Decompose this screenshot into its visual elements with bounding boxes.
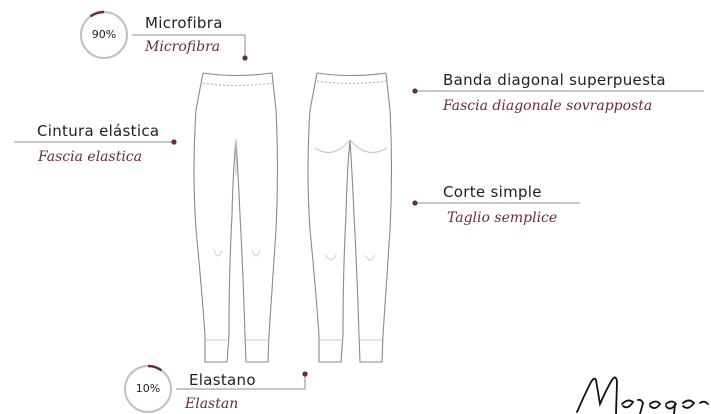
waistband-label-it: Fascia elastica — [38, 149, 142, 165]
leggings-back-illustration — [308, 73, 392, 362]
elastane-label-es: Elastano — [189, 371, 256, 389]
diagonal-band-label-es: Banda diagonal superpuesta — [443, 71, 666, 89]
microfiber-percent-label: 90% — [86, 28, 122, 41]
microfiber-leader-dot — [242, 55, 247, 60]
microfiber-label-es: Microfibra — [145, 14, 223, 32]
brand-signature-logo — [577, 377, 708, 414]
simple-cut-leader-dot — [412, 200, 417, 205]
leggings-front-illustration — [194, 73, 278, 362]
simple-cut-label-es: Corte simple — [443, 183, 542, 201]
simple-cut-label-it: Taglio semplice — [447, 210, 557, 226]
elastane-leader-dot — [302, 371, 307, 376]
diagonal-band-leader-dot — [412, 88, 417, 93]
elastane-label-it: Elastan — [185, 396, 238, 412]
microfiber-label-it: Microfibra — [145, 39, 220, 55]
waistband-leader-dot — [171, 139, 176, 144]
elastane-percent-label: 10% — [130, 382, 166, 395]
waistband-label-es: Cintura elástica — [37, 122, 159, 140]
diagonal-band-label-it: Fascia diagonale sovrapposta — [443, 98, 652, 114]
